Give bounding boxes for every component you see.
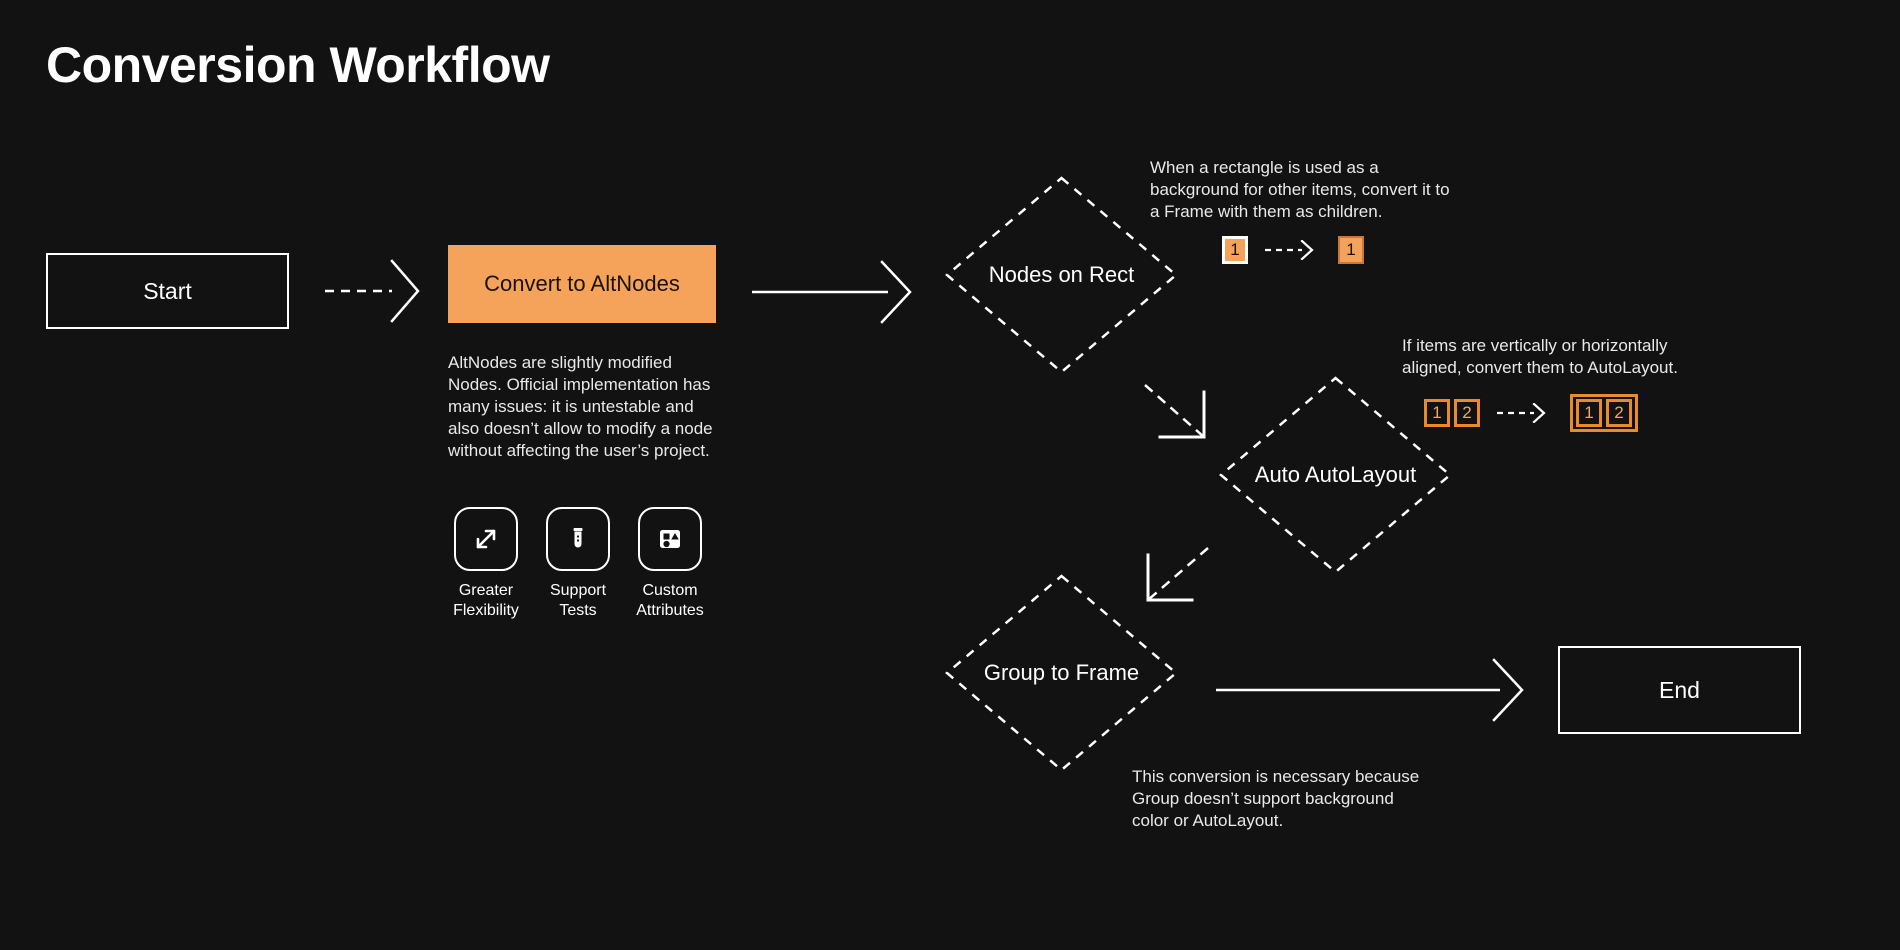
- node-end[interactable]: End: [1558, 646, 1801, 734]
- page-title: Conversion Workflow: [46, 37, 550, 93]
- badge-group-after: 1 2: [1570, 394, 1638, 432]
- node-group-to-frame-label: Group to Frame: [983, 660, 1140, 685]
- feature-greater-flexibility-label: Greater Flexibility: [453, 582, 519, 619]
- node-convert-to-altnodes[interactable]: Convert to AltNodes: [448, 245, 716, 323]
- node-nodes-on-rect[interactable]: Nodes on Rect: [944, 175, 1179, 375]
- node-auto-autolayout-label: Auto AutoLayout: [1254, 462, 1417, 487]
- badge-item: 1: [1338, 236, 1364, 264]
- badge-illustration-auto-autolayout: 1 2 1 2: [1424, 394, 1638, 432]
- test-tube-icon: [546, 507, 610, 571]
- badge-item: 2: [1454, 399, 1480, 427]
- connector-nodes-on-rect-to-auto-autolayout: [1144, 384, 1206, 439]
- diamond-outline: [945, 574, 1178, 772]
- badge-illustration-nodes-on-rect: 1 1: [1222, 236, 1364, 264]
- feature-custom-attributes-label: Custom Attributes: [636, 582, 704, 619]
- feature-custom-attributes[interactable]: Custom Attributes: [636, 507, 704, 621]
- badge-group-before: 1 2: [1424, 399, 1480, 427]
- feature-greater-flexibility[interactable]: Greater Flexibility: [453, 507, 519, 621]
- badge-item: 1: [1576, 399, 1602, 427]
- node-start[interactable]: Start: [46, 253, 289, 329]
- node-end-label: End: [1659, 676, 1700, 703]
- description-group-to-frame: This conversion is necessary because Gro…: [1132, 767, 1420, 830]
- feature-list: Greater Flexibility Support Tests: [453, 507, 704, 621]
- connector-convert-to-nodes-on-rect: [752, 260, 912, 324]
- feature-support-tests-label: Support Tests: [549, 582, 607, 619]
- badge-group-before: 1: [1222, 236, 1248, 264]
- connector-group-to-frame-to-end: [1216, 658, 1524, 722]
- connector-start-to-convert: [325, 259, 420, 323]
- badge-item: 1: [1424, 399, 1450, 427]
- dashed-arrow-icon: [1265, 240, 1314, 260]
- node-auto-autolayout[interactable]: Auto AutoLayout: [1218, 375, 1453, 575]
- diamond-outline: [1219, 376, 1452, 574]
- node-start-label: Start: [143, 277, 192, 304]
- feature-support-tests[interactable]: Support Tests: [545, 507, 611, 621]
- shapes-card-icon: [638, 507, 702, 571]
- node-nodes-on-rect-label: Nodes on Rect: [988, 262, 1135, 287]
- badge-item: 2: [1606, 399, 1632, 427]
- expand-arrows-icon: [454, 507, 518, 571]
- description-nodes-on-rect: When a rectangle is used as a background…: [1150, 158, 1450, 221]
- badge-group-after: 1: [1338, 236, 1364, 264]
- description-auto-autolayout: If items are vertically or horizontally …: [1402, 336, 1678, 377]
- node-convert-label: Convert to AltNodes: [484, 271, 680, 296]
- description-convert: AltNodes are slightly modified Nodes. Of…: [448, 353, 713, 460]
- dashed-arrow-icon: [1497, 403, 1546, 423]
- badge-item: 1: [1222, 236, 1248, 264]
- diamond-outline: [945, 176, 1178, 374]
- node-group-to-frame[interactable]: Group to Frame: [944, 573, 1179, 773]
